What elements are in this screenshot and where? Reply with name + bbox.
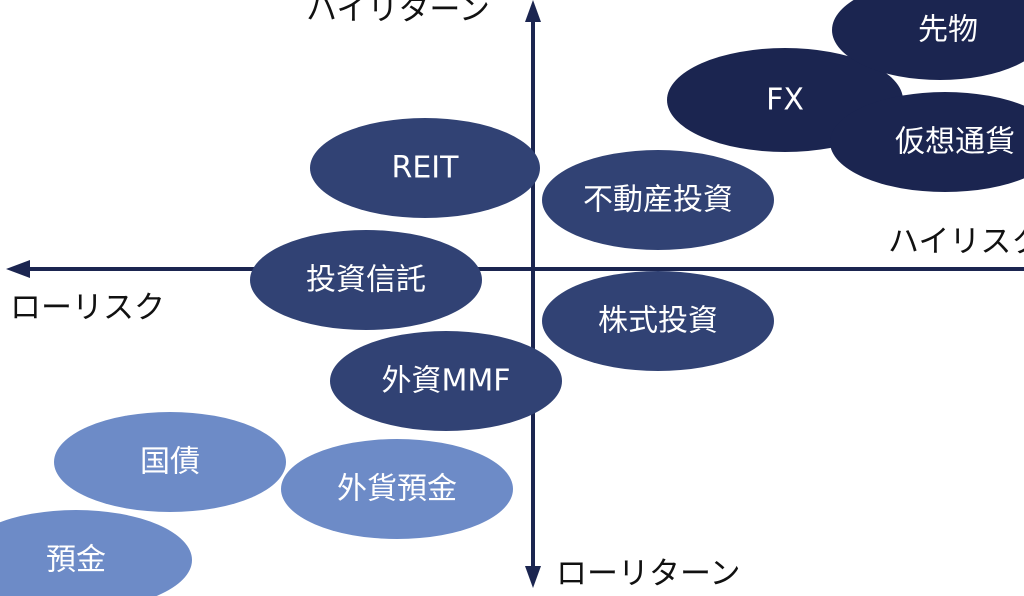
product-ellipse — [0, 510, 192, 596]
product-label: 国債 — [140, 445, 200, 480]
product-ellipse — [832, 0, 1024, 80]
product-label: 株式投資 — [598, 304, 718, 339]
product-ellipse — [830, 92, 1024, 192]
low-risk-label: ローリスク — [10, 290, 165, 326]
product-ellipse — [330, 331, 562, 431]
product-bubble: 預金 — [0, 510, 192, 596]
axes — [6, 0, 1024, 588]
product-label: 投資信託 — [306, 263, 426, 298]
up-arrow-icon — [525, 0, 541, 22]
product-ellipse — [542, 271, 774, 371]
product-bubble: 不動産投資 — [542, 150, 774, 250]
down-arrow-icon — [525, 566, 541, 588]
product-bubble: 外貨預金 — [281, 439, 513, 539]
product-ellipse — [310, 118, 540, 218]
high-risk-label: ハイリスク — [888, 224, 1024, 260]
product-label: 外資MMF — [381, 364, 510, 399]
product-label: FX — [766, 83, 804, 118]
product-ellipse — [54, 412, 286, 512]
product-bubble: 先物 — [832, 0, 1024, 80]
product-ellipse — [542, 150, 774, 250]
high-return-label: ハイリターン — [306, 0, 490, 28]
product-bubble: 国債 — [54, 412, 286, 512]
product-label: 外貨預金 — [337, 472, 457, 507]
product-label: 仮想通貨 — [895, 125, 1015, 160]
product-ellipse — [281, 439, 513, 539]
product-bubble: 投資信託 — [250, 230, 482, 330]
product-label: 不動産投資 — [583, 183, 733, 218]
product-bubble: 外資MMF — [330, 331, 562, 431]
left-arrow-icon — [6, 260, 30, 278]
product-bubble: 仮想通貨 — [830, 92, 1024, 192]
product-bubble: 株式投資 — [542, 271, 774, 371]
product-label: REIT — [392, 151, 460, 186]
low-return-label: ローリターン — [556, 556, 740, 592]
product-label: 先物 — [918, 13, 978, 48]
product-ellipse — [250, 230, 482, 330]
product-label: 預金 — [46, 543, 106, 578]
product-bubble: REIT — [310, 118, 540, 218]
